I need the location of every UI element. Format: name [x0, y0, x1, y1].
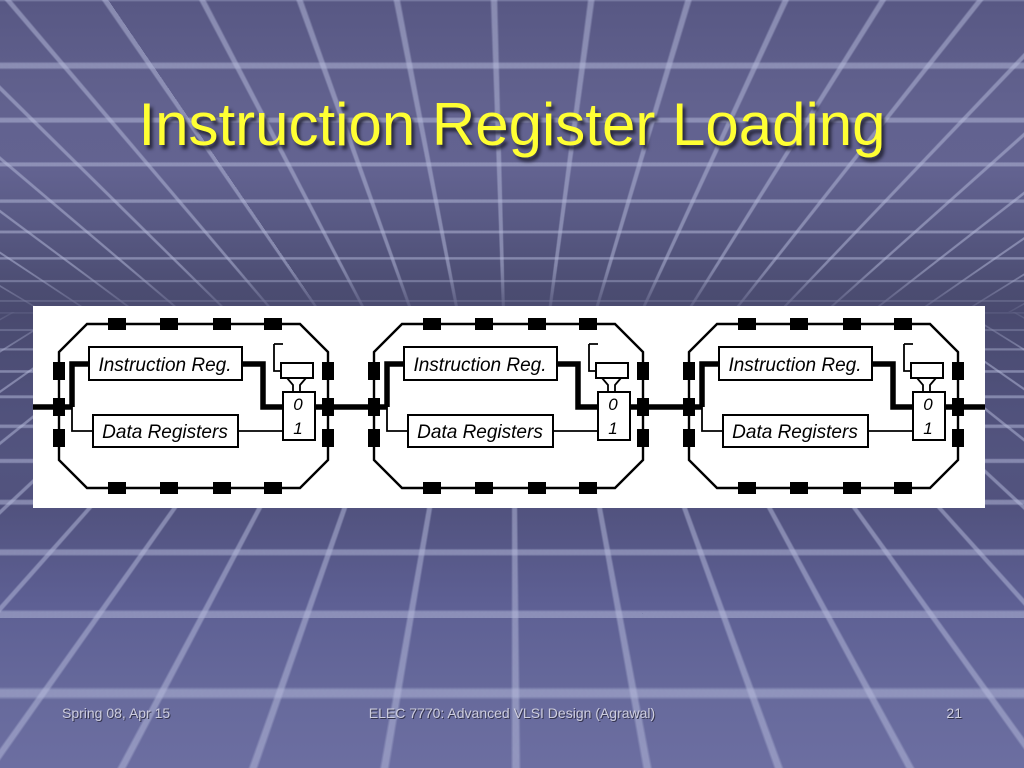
instruction-reg-label: Instruction Reg.: [98, 355, 231, 376]
slide-footer: Spring 08, Apr 15 ELEC 7770: Advanced VL…: [0, 705, 1024, 721]
mux-select-wire: [588, 343, 598, 372]
data-registers-in-wire: [71, 407, 93, 432]
chip-1: Instruction Reg. Data Registers 0 1: [53, 318, 334, 494]
instruction-reg-in-wire: [384, 361, 404, 407]
mux-select-wire: [903, 343, 913, 372]
instruction-reg-label: Instruction Reg.: [413, 355, 546, 376]
data-registers-box: [722, 414, 869, 448]
footer-course-name: ELEC 7770: Advanced VLSI Design (Agrawal…: [368, 705, 656, 721]
instruction-reg-in-wire: [699, 361, 719, 407]
instruction-reg-in-wire: [69, 361, 89, 407]
slide-title: Instruction Register Loading: [138, 91, 886, 158]
mux-input-0-label: 0: [923, 395, 933, 414]
mux-input-1-label: 1: [293, 419, 302, 438]
instruction-reg-label: Instruction Reg.: [728, 355, 861, 376]
data-registers-box: [92, 414, 239, 448]
mux-select-box: [595, 362, 629, 379]
mux-input-0-label: 0: [293, 395, 303, 414]
mux-select-funnel: [601, 377, 622, 392]
mux-select-box: [280, 362, 314, 379]
mux-box: [912, 391, 946, 441]
mux-select-funnel: [916, 377, 937, 392]
data-registers-in-wire: [386, 407, 408, 432]
boundary-scan-cells: [368, 318, 649, 494]
instruction-reg-out-wire: [872, 361, 913, 410]
boundary-scan-diagram: Instruction Reg. Data Registers 0 1: [33, 318, 985, 494]
footer-page-number: 21: [946, 705, 962, 721]
data-registers-label: Data Registers: [417, 422, 543, 443]
mux-input-1-label: 1: [923, 419, 932, 438]
instruction-reg-out-wire: [557, 361, 598, 410]
mux-select-wire: [273, 343, 283, 372]
data-registers-label: Data Registers: [102, 422, 228, 443]
mux-select-box: [910, 362, 944, 379]
mux-box: [282, 391, 316, 441]
mux-input-1-label: 1: [608, 419, 617, 438]
data-registers-label: Data Registers: [732, 422, 858, 443]
chip-2: Instruction Reg. Data Registers 0 1: [368, 318, 649, 494]
footer-date: Spring 08, Apr 15: [62, 705, 171, 721]
data-registers-box: [407, 414, 554, 448]
chip-3: Instruction Reg. Data Registers 0 1: [683, 318, 964, 494]
instruction-reg-out-wire: [242, 361, 283, 410]
boundary-scan-cells: [53, 318, 334, 494]
mux-select-funnel: [286, 377, 307, 392]
mux-input-0-label: 0: [608, 395, 618, 414]
data-registers-in-wire: [701, 407, 723, 432]
instruction-reg-box: [718, 346, 873, 381]
boundary-scan-cells: [683, 318, 964, 494]
instruction-reg-box: [88, 346, 243, 381]
instruction-reg-box: [403, 346, 558, 381]
mux-box: [597, 391, 631, 441]
diagram-panel: Instruction Reg. Data Registers 0 1: [33, 306, 985, 508]
